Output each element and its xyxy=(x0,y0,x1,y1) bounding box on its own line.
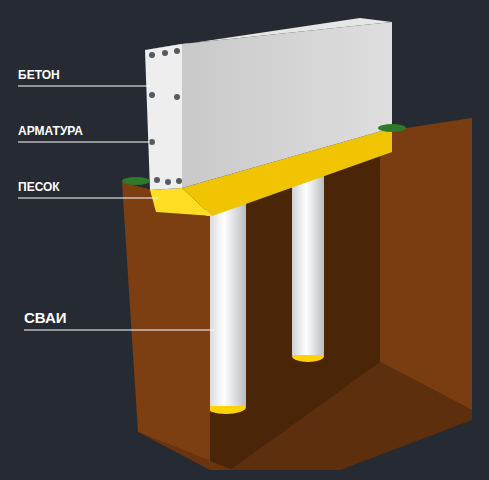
leader-lines xyxy=(18,86,214,330)
soil-front xyxy=(122,182,232,470)
part-label: ПЕСОК xyxy=(18,180,60,194)
soil-back-wall xyxy=(380,118,472,410)
concrete-side xyxy=(182,22,392,188)
sand-layer xyxy=(150,188,212,216)
concrete-end xyxy=(145,44,182,190)
pile xyxy=(206,200,246,405)
part-label: СВАИ xyxy=(24,309,67,326)
pile xyxy=(292,165,324,355)
part-label: АРМАТУРА xyxy=(18,124,83,138)
part-label: БЕТОН xyxy=(18,68,60,82)
rebar-ends xyxy=(149,48,182,185)
grass xyxy=(122,124,406,185)
trench-floor xyxy=(230,362,472,470)
